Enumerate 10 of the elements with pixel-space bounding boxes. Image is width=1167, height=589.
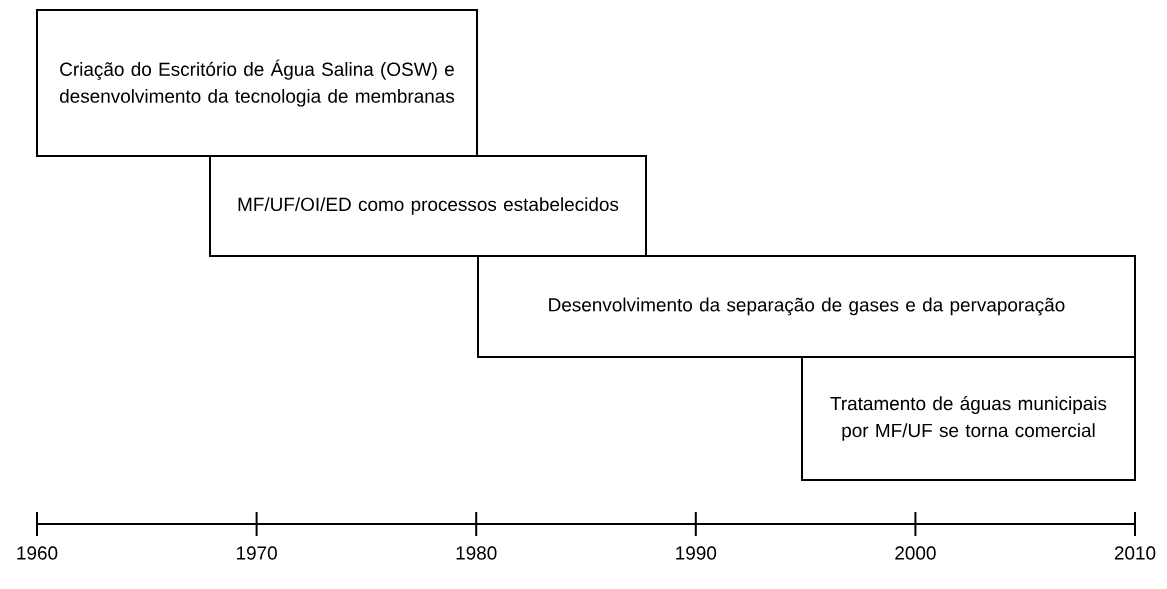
event-box: Criação do Escritório de Água Salina (OSW) e desenvolvimento da tecnologia de membranas [36, 9, 478, 157]
event-box: Desenvolvimento da separação de gases e da pervaporação [477, 255, 1136, 358]
year-label: 2000 [895, 546, 936, 560]
year-label: 1970 [237, 546, 277, 560]
event-box: MF/UF/OI/ED como processos estabelecidos [209, 155, 647, 257]
event-box: Tratamento de águas municipais por MF/UF se torna comercial [801, 356, 1136, 481]
year-label: 1990 [676, 546, 717, 560]
year-label: 1960 [17, 546, 58, 560]
year-label: 1980 [456, 546, 497, 560]
year-label: 2010 [1114, 546, 1156, 560]
